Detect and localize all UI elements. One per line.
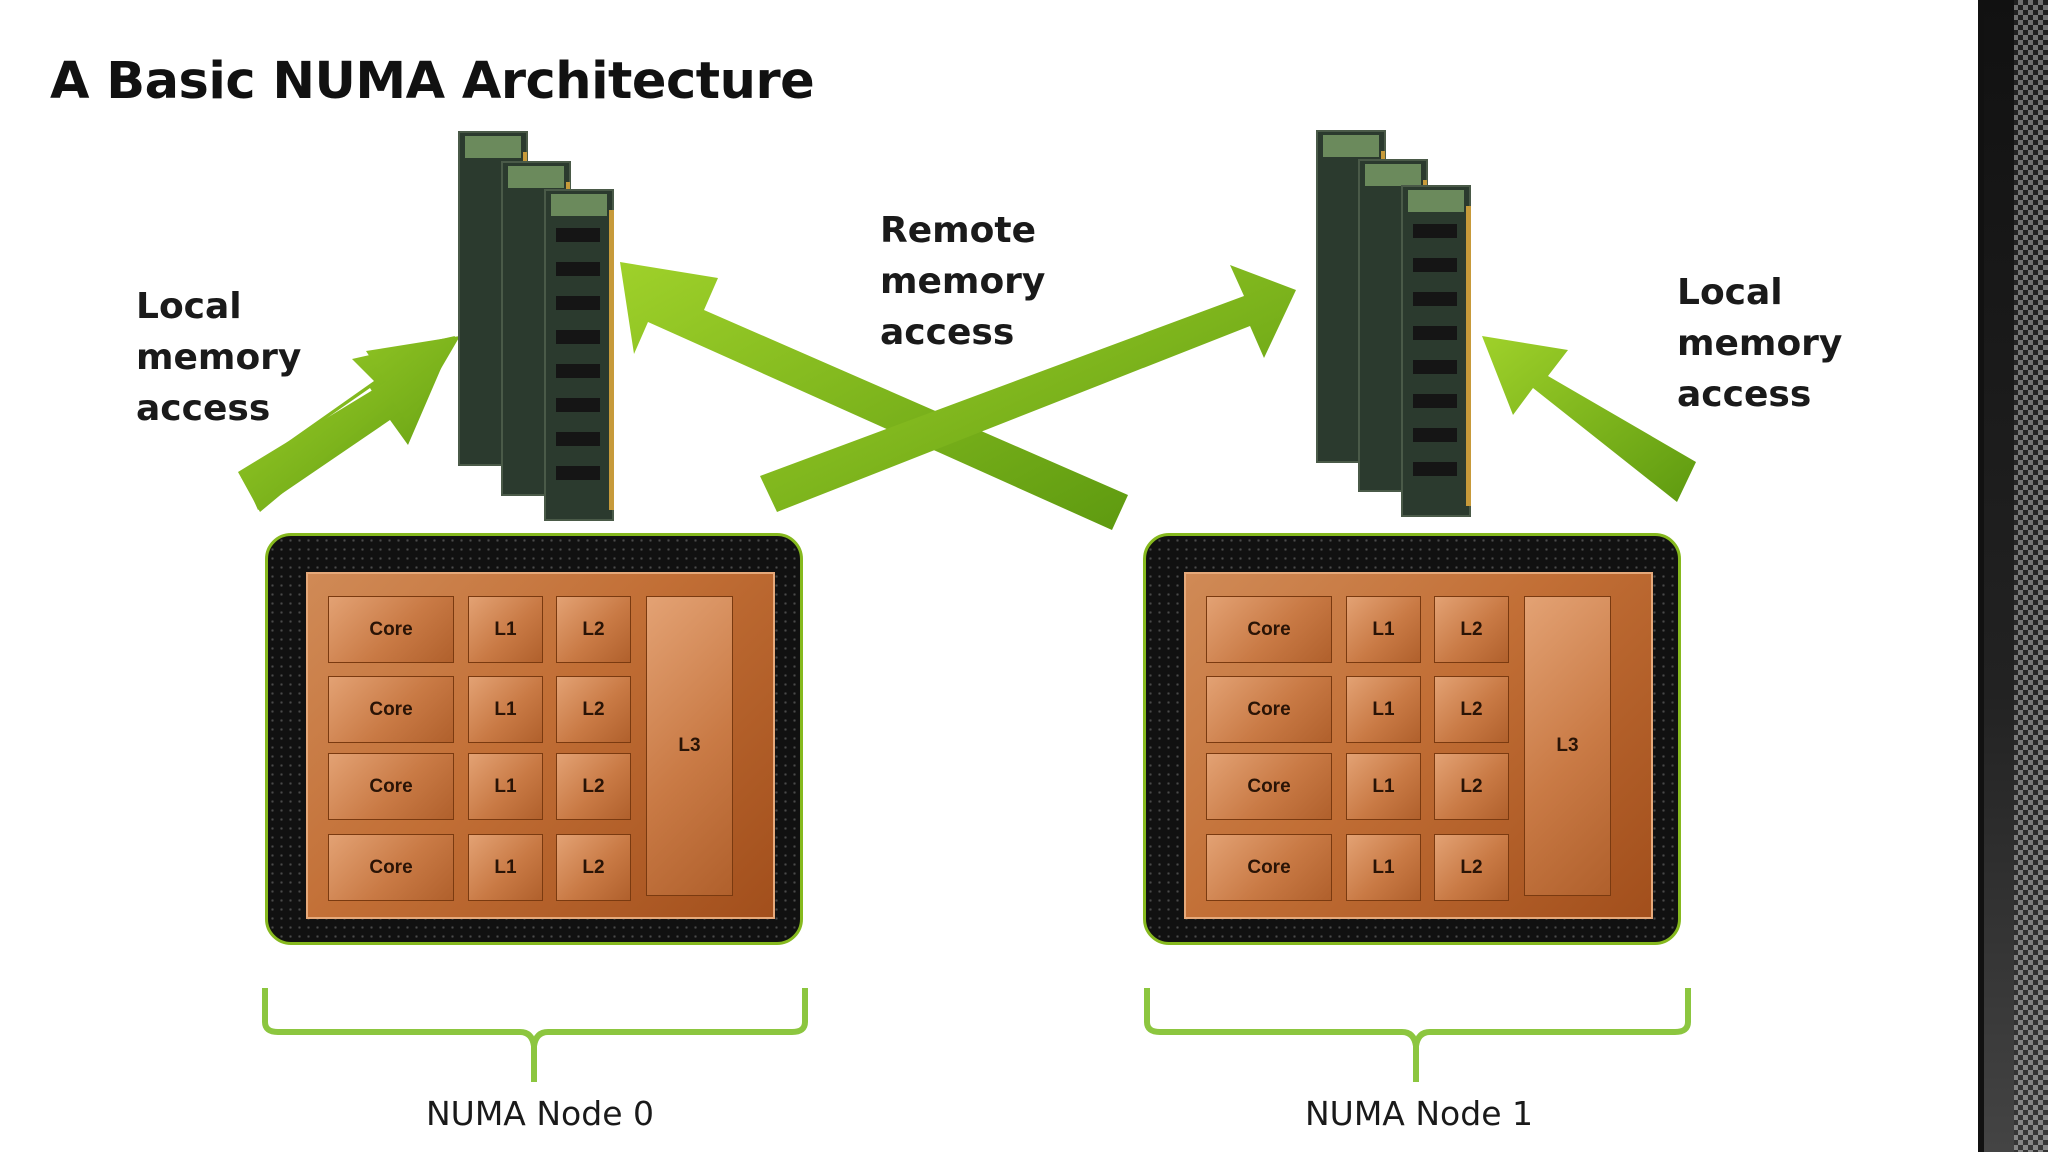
numa-node-0-label: NUMA Node 0 [426,1094,654,1133]
bracket-node-0 [262,988,808,1082]
l1-cache-block: L1 [1346,676,1421,743]
l2-cache-block: L2 [556,596,631,663]
page-title: A Basic NUMA Architecture [50,52,815,111]
l1-cache-block: L1 [1346,596,1421,663]
local-access-arrow-left-body [238,336,460,512]
core-block: Core [328,676,454,743]
l1-cache-block: L1 [468,834,543,901]
l2-cache-block: L2 [1434,596,1509,663]
l2-cache-block: L2 [1434,753,1509,820]
memory-modules-node-1 [1316,130,1471,517]
local-access-label-left: Local memory access [136,286,302,429]
cpu-die: Core L1 L2 Core L1 L2 Core L1 L2 Core L1… [306,572,775,919]
remote-access-label: Remote memory access [880,210,1046,353]
cpu-die: Core L1 L2 Core L1 L2 Core L1 L2 Core L1… [1184,572,1653,919]
l1-cache-block: L1 [1346,834,1421,901]
core-block: Core [328,834,454,901]
remote-access-arrow-to-mem0 [620,262,1128,530]
local-access-arrow-right [1482,336,1696,502]
core-block: Core [1206,676,1332,743]
l2-cache-block: L2 [1434,834,1509,901]
remote-access-arrow-to-mem1 [760,265,1296,512]
l1-cache-block: L1 [468,753,543,820]
l2-cache-block: L2 [1434,676,1509,743]
core-block: Core [1206,753,1332,820]
decorative-edge [1978,0,2048,1152]
core-block: Core [1206,834,1332,901]
l2-cache-block: L2 [556,676,631,743]
l2-cache-block: L2 [556,753,631,820]
memory-modules-node-0 [458,131,614,521]
bracket-node-1 [1144,988,1691,1082]
l3-cache-block: L3 [1524,596,1611,896]
core-block: Core [328,753,454,820]
l1-cache-block: L1 [468,596,543,663]
local-access-label-right: Local memory access [1677,272,1843,415]
l3-cache-block: L3 [646,596,733,896]
numa-node-1-chip: Core L1 L2 Core L1 L2 Core L1 L2 Core L1… [1143,533,1681,945]
l1-cache-block: L1 [468,676,543,743]
l2-cache-block: L2 [556,834,631,901]
l1-cache-block: L1 [1346,753,1421,820]
numa-node-0-chip: Core L1 L2 Core L1 L2 Core L1 L2 Core L1… [265,533,803,945]
core-block: Core [1206,596,1332,663]
numa-node-1-label: NUMA Node 1 [1305,1094,1533,1133]
core-block: Core [328,596,454,663]
